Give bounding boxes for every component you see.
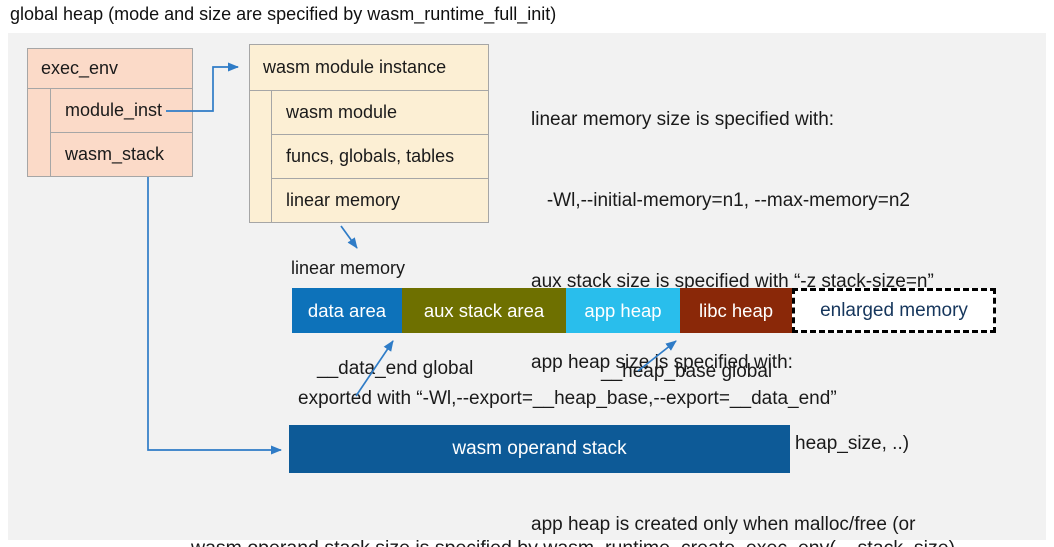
exec-env-indent bbox=[28, 89, 51, 176]
segment-app-heap: app heap bbox=[566, 288, 680, 333]
heap-base-global-label: __heap_base global bbox=[601, 361, 773, 382]
wasm-module-instance-indent bbox=[250, 91, 272, 222]
segment-aux-stack-area: aux stack area bbox=[402, 288, 566, 333]
linear-memory-label: linear memory bbox=[291, 258, 406, 278]
module-instance-row-funcs-globals-tables: funcs, globals, tables bbox=[272, 135, 488, 179]
wasm-operand-stack-box: wasm operand stack bbox=[289, 425, 790, 473]
wasm-module-instance-box: wasm module instance wasm module funcs, … bbox=[249, 44, 489, 223]
note-line: aux stack size is specified with “-z sta… bbox=[531, 271, 934, 292]
exec-env-header: exec_env bbox=[28, 49, 192, 89]
wasm-module-instance-header: wasm module instance bbox=[250, 45, 488, 91]
segment-libc-heap: libc heap bbox=[680, 288, 792, 333]
segment-data-area: data area bbox=[292, 288, 402, 333]
exec-env-row-module-inst: module_inst bbox=[51, 89, 192, 133]
exec-env-box: exec_env module_inst wasm_stack bbox=[27, 48, 193, 177]
exported-flags-label: exported with “-Wl,--export=__heap_base,… bbox=[298, 388, 837, 409]
note-line: linear memory size is specified with: bbox=[531, 109, 835, 130]
module-instance-row-wasm-module: wasm module bbox=[272, 91, 488, 135]
module-instance-row-linear-memory: linear memory bbox=[286, 190, 401, 210]
diagram-title: global heap (mode and size are specified… bbox=[10, 4, 557, 24]
segment-enlarged-memory: enlarged memory bbox=[792, 288, 996, 333]
note-line: -Wl,--initial-memory=n1, --max-memory=n2 bbox=[531, 190, 910, 211]
note-line: app heap size is specified with: bbox=[531, 352, 793, 373]
exec-env-row-wasm-stack: wasm_stack bbox=[65, 144, 165, 164]
operand-stack-notes: wasm operand stack size is specified by … bbox=[191, 478, 955, 547]
note-line: wasm operand stack size is specified by … bbox=[191, 534, 955, 547]
note-line: app heap is created only when malloc/fre… bbox=[531, 514, 916, 535]
data-end-global-label: __data_end global bbox=[317, 358, 474, 379]
